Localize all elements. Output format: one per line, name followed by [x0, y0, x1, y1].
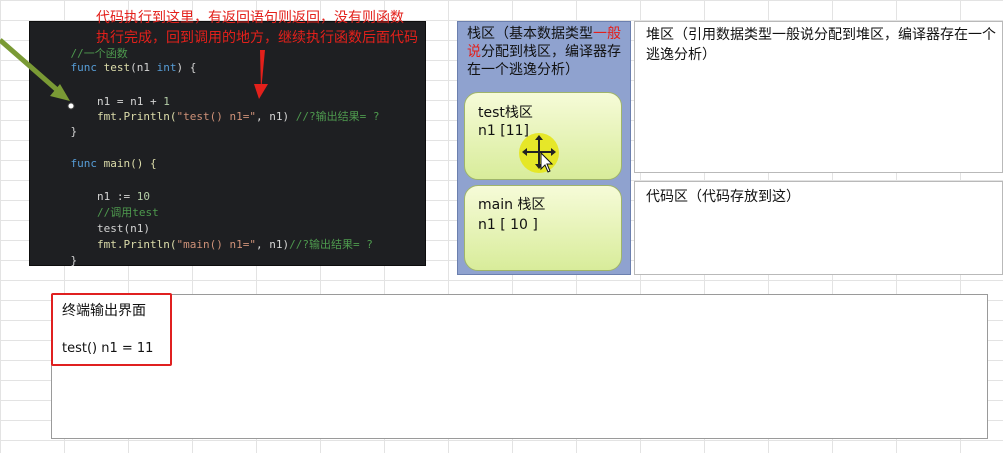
code-line-11: }	[44, 240, 78, 282]
terminal-output-text: test() n1 = 11	[62, 341, 154, 356]
code-function-name: test	[97, 61, 131, 74]
stack-region-title: 栈区（基本数据类型一般说分配到栈区，编译器存在一个逃逸分析）	[467, 25, 627, 79]
code-statement: n1 :=	[70, 190, 137, 203]
main-frame-title: main 栈区	[478, 197, 546, 213]
code-type: int	[156, 61, 177, 74]
code-number: 10	[136, 190, 150, 203]
stack-title-part-1: 栈区（基本数据类型	[467, 26, 593, 42]
code-comment: //?输出结果= ?	[295, 110, 380, 123]
code-line-4: fmt.Println("test() n1=", n1) //?输出结果= ?	[44, 96, 379, 138]
code-call: fmt.Println(	[70, 110, 177, 123]
code-line-1: //一个函数	[44, 33, 128, 75]
code-brace: ) {	[176, 61, 197, 74]
heap-region: 堆区（引用数据类型一般说分配到堆区，编译器存在一个逃逸分析）	[634, 21, 1003, 173]
code-comment: //?输出结果= ?	[289, 238, 373, 251]
terminal-output-panel: 终端输出界面 test() n1 = 11	[51, 294, 988, 439]
code-call: fmt.Println(	[70, 238, 177, 251]
stack-region: 栈区（基本数据类型一般说分配到栈区，编译器存在一个逃逸分析） test栈区 n1…	[457, 21, 631, 275]
stack-title-part-2: 分配到栈区，编译器存在一个逃逸分析）	[467, 44, 621, 78]
code-line-6: func main() {	[44, 143, 157, 185]
annotation-line-1: 代码执行到这里，有返回语句则返回，没有则函数	[96, 10, 404, 26]
annotation-line-2: 执行完成，回到调用的地方，继续执行函数后面代码	[96, 30, 418, 46]
code-region: 代码区（代码存放到这）	[634, 181, 1003, 275]
code-number: 1	[163, 95, 170, 108]
annotation-text: 代码执行到这里，有返回语句则返回，没有则函数 执行完成，回到调用的地方，继续执行…	[96, 8, 466, 48]
code-brace: }	[70, 125, 78, 138]
code-line-10: fmt.Println("main() n1=", n1)//?输出结果= ?	[44, 224, 373, 266]
code-params: (n1	[130, 61, 157, 74]
code-function-name: main() {	[97, 157, 157, 170]
main-frame-variable: n1 [ 10 ]	[478, 217, 538, 233]
terminal-title: 终端输出界面	[62, 303, 146, 319]
code-args: , n1)	[255, 110, 296, 123]
terminal-highlight-box	[51, 293, 172, 366]
code-line-2: func test(n1 int) {	[44, 47, 197, 89]
code-line-3: n1 = n1 + 1	[44, 81, 170, 123]
code-comment: //一个函数	[70, 47, 128, 60]
code-region-text: 代码区（代码存放到这）	[646, 189, 800, 205]
code-line-7: n1 := 10	[44, 176, 150, 218]
code-keyword: func	[70, 61, 98, 74]
code-line-5: }	[44, 111, 78, 153]
arrow-pointer-icon	[0, 38, 75, 110]
code-call: test(n1)	[70, 222, 150, 235]
code-comment: //调用test	[70, 206, 159, 219]
heap-region-text: 堆区（引用数据类型一般说分配到堆区，编译器存在一个逃逸分析）	[646, 27, 996, 63]
red-arrow-icon	[254, 50, 268, 99]
code-editor-panel: //一个函数 func test(n1 int) { n1 = n1 + 1 f…	[29, 21, 426, 267]
move-cursor-icon	[519, 133, 559, 173]
code-statement: n1 = n1 +	[70, 95, 164, 108]
test-stack-frame: test栈区 n1 [11]	[464, 92, 622, 180]
code-args: , n1)	[255, 238, 290, 251]
stack-title-highlight: 一般说	[467, 26, 621, 60]
main-stack-frame: main 栈区 n1 [ 10 ]	[464, 185, 622, 271]
code-line-9: test(n1)	[44, 208, 150, 250]
code-keyword: func	[70, 157, 98, 170]
test-frame-title: test栈区	[478, 105, 533, 121]
code-string: "main() n1="	[176, 238, 256, 251]
test-frame-variable: n1 [11]	[478, 123, 529, 139]
code-brace: }	[70, 254, 78, 267]
code-line-8: //调用test	[44, 192, 159, 234]
code-string: "test() n1="	[176, 110, 256, 123]
